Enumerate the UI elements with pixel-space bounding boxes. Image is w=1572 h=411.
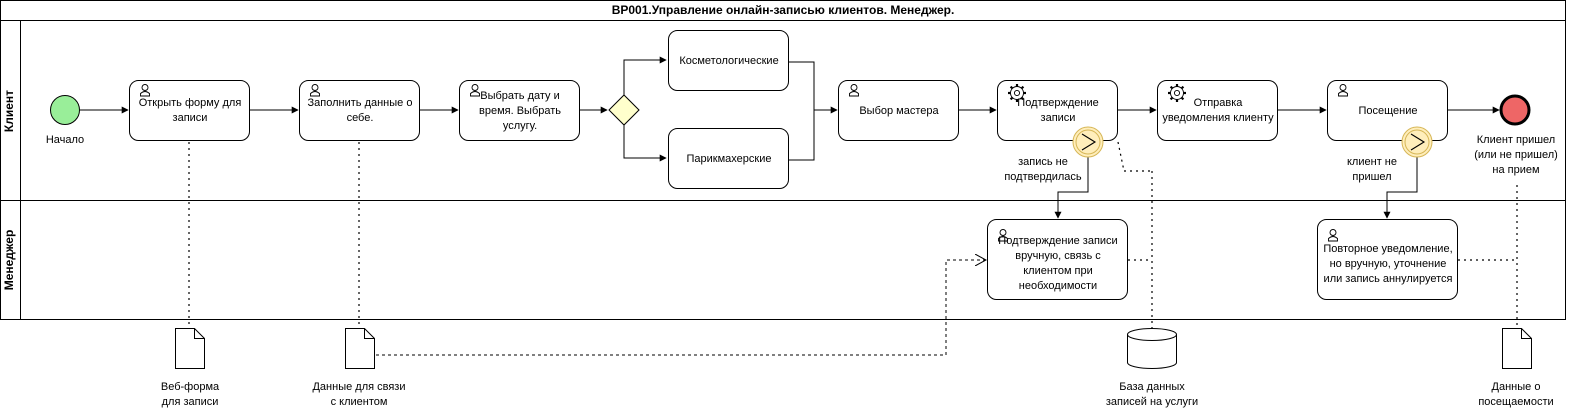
task-box-open-form: [129, 80, 250, 141]
task-box-notify: [1157, 80, 1278, 141]
end-event-label: Клиент пришел (или не пришел) на прием: [1474, 134, 1558, 176]
user-icon: [1338, 84, 1348, 97]
artifact-web-form: Веб-форма для записи: [160, 381, 220, 408]
data-objects: [175, 328, 1532, 369]
task-confirm-booking: Подтверждение записи: [1017, 97, 1099, 124]
task-box-fill-data: [299, 80, 420, 141]
flow-gateway-cosmetology: [623, 56, 667, 95]
flow-label-not-confirmed: запись не подтвердилась: [1004, 156, 1082, 183]
pool: [0, 0, 1566, 320]
user-icon: [140, 84, 150, 97]
lane-label-client: Клиент: [2, 89, 16, 133]
user-icon: [998, 229, 1008, 242]
pool-title: BP001.Управление онлайн-записью клиентов…: [611, 3, 955, 17]
escalation-icon: [1410, 133, 1426, 151]
task-box-manual-confirm: [987, 219, 1128, 300]
task-open-form: Открыть форму для записи: [138, 97, 242, 124]
boundary-event-no-show: [1401, 126, 1433, 158]
task-hairdressing: Парикмахерские: [686, 152, 772, 165]
task-choose-master: Выбор мастера: [859, 104, 939, 117]
task-box-choose-master: [838, 80, 959, 141]
user-icon: [310, 84, 320, 97]
document-icon: [345, 328, 375, 369]
gear-icon: [1008, 84, 1026, 102]
database-icon: [1127, 328, 1177, 369]
exclusive-gateway: [608, 94, 640, 126]
sequence-flows: [80, 56, 1500, 219]
task-repeat-notification: Повторное уведомление, но вручную, уточн…: [1323, 242, 1453, 285]
association-db-1: [1117, 141, 1125, 172]
user-icon: [470, 84, 480, 97]
contact-data-association: [376, 260, 986, 356]
data-associations: [188, 141, 1518, 330]
task-visit: Посещение: [1358, 104, 1418, 117]
task-box-repeat-notify: [1317, 219, 1458, 300]
flow-label-no-show: клиент не пришел: [1347, 156, 1397, 183]
document-icon: [175, 328, 205, 369]
artifact-attendance: Данные о посещаемости: [1478, 381, 1554, 408]
flow-not-confirmed: [1054, 157, 1089, 219]
user-icons: [140, 84, 1348, 242]
task-box-cosmetology: [668, 30, 789, 91]
task-cosmetology: Косметологические: [679, 54, 779, 67]
document-icon: [1502, 328, 1532, 369]
task-box-visit: [1327, 80, 1448, 141]
task-box-choose-date: [459, 80, 580, 141]
start-event-label: Начало: [45, 134, 85, 146]
artifact-contact-data: Данные для связи с клиентом: [312, 381, 406, 408]
flow-no-show: [1383, 157, 1418, 219]
boundary-event-not-confirmed: [1072, 126, 1104, 158]
escalation-icon: [1081, 133, 1097, 151]
user-icon: [1328, 229, 1338, 242]
gear-icons: [1008, 84, 1186, 102]
gear-icon: [1168, 84, 1186, 102]
task-boxes: [129, 30, 1458, 300]
end-event: [1499, 94, 1531, 126]
task-choose-date: Выбрать дату и время. Выбрать услугу.: [478, 89, 562, 132]
artifact-database: База данных записей на услуги: [1105, 381, 1199, 408]
lane-label-manager: Менеджер: [2, 229, 16, 291]
start-event: [50, 95, 80, 125]
task-box-confirm: [997, 80, 1118, 141]
flow-cosmetology-merge: [788, 61, 815, 110]
flow-gateway-hair: [623, 125, 667, 162]
task-box-hairdressing: [668, 128, 789, 189]
task-send-notification: Отправка уведомления клиенту: [1162, 97, 1274, 124]
flow-hair-merge: [788, 110, 815, 161]
task-manual-confirm: Подтверждение записи вручную, связь с кл…: [998, 235, 1118, 292]
user-icon: [849, 84, 859, 97]
task-fill-data: Заполнить данные о себе.: [307, 97, 413, 124]
